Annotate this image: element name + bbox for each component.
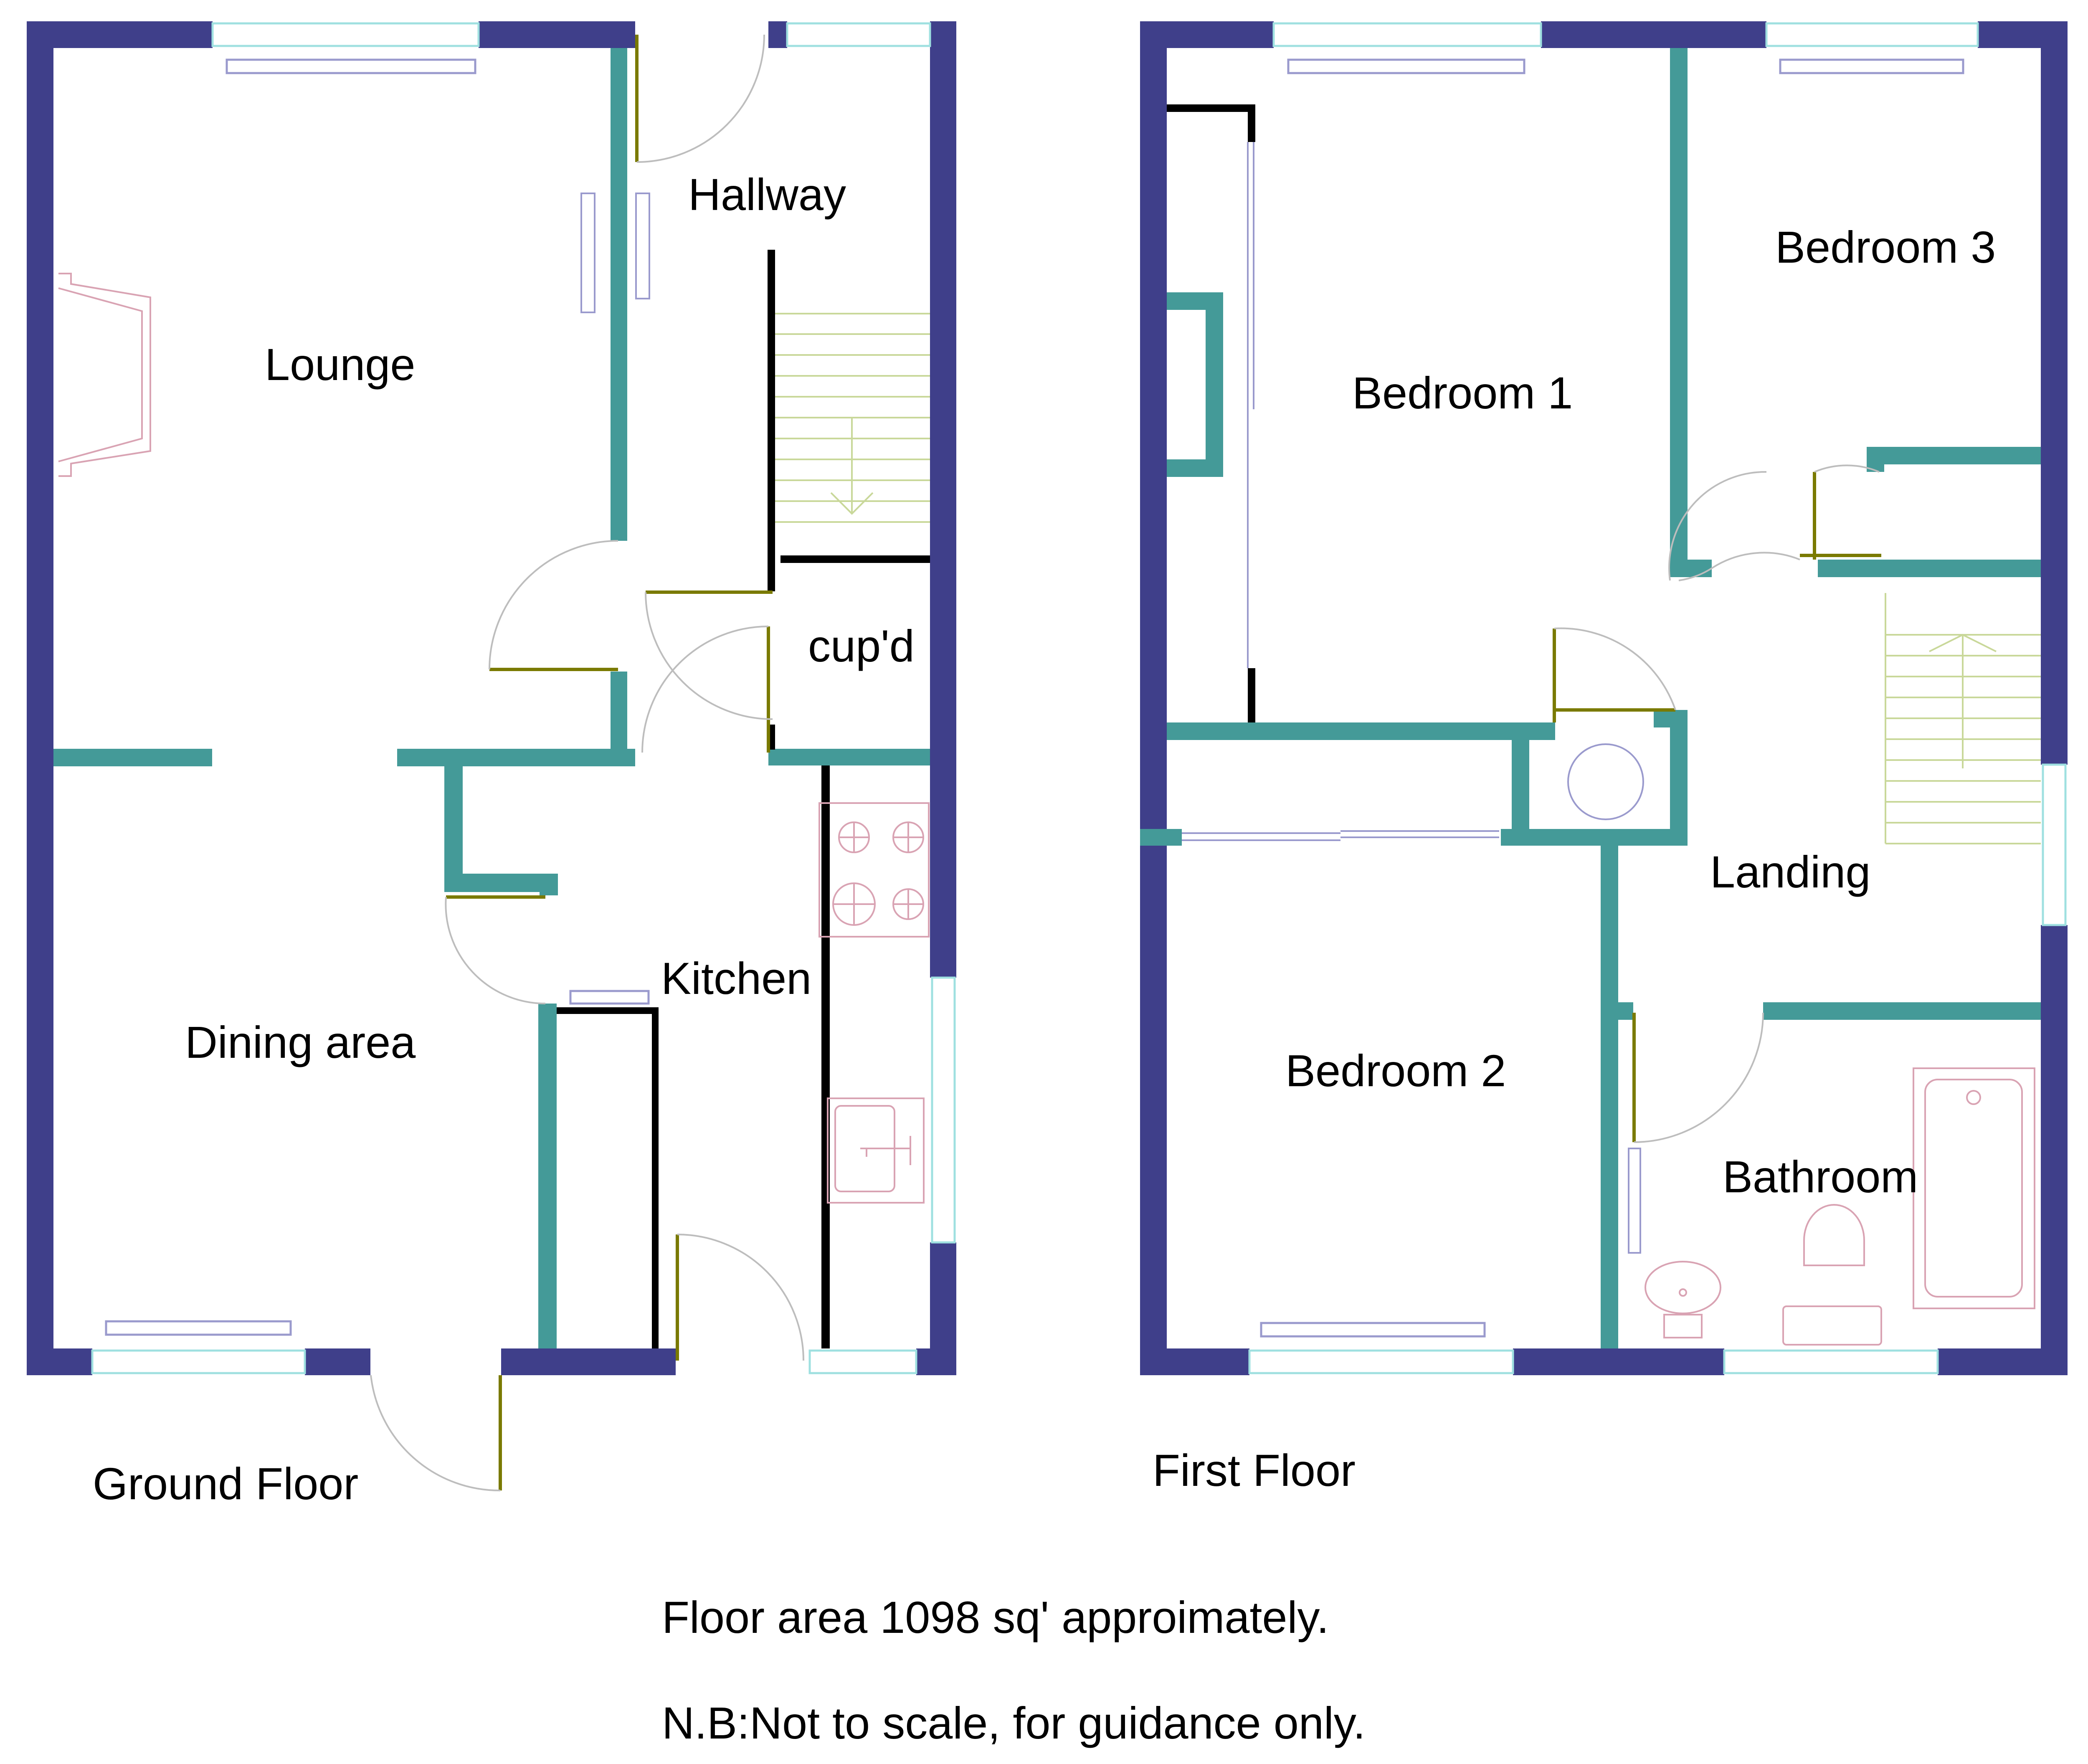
room-label-cupboard: cup'd xyxy=(808,621,915,671)
kitchen-sink-icon xyxy=(827,1097,925,1204)
room-label-bedroom-3: Bedroom 3 xyxy=(1775,222,1996,272)
room-label-bedroom-1: Bedroom 1 xyxy=(1352,368,1573,418)
ground-door-swings xyxy=(370,34,804,1492)
room-label-lounge: Lounge xyxy=(265,339,415,390)
room-label-kitchen: Kitchen xyxy=(661,953,811,1004)
first-external-walls xyxy=(1140,21,2068,1375)
fireplace-icon xyxy=(58,273,151,477)
first-door-swings xyxy=(1554,464,1880,1143)
first-partitions xyxy=(1167,104,1255,722)
floor-area-note: Floor area 1098 sq' approimately. xyxy=(662,1592,1329,1642)
first-internal-walls xyxy=(1140,48,2041,1348)
first-doors xyxy=(1553,472,1881,1142)
labels: Lounge Hallway cup'd Kitchen Dining area… xyxy=(93,169,1996,1748)
ground-doors xyxy=(446,35,773,1490)
first-floor-title: First Floor xyxy=(1153,1445,1356,1495)
first-radiators xyxy=(1628,1148,1641,1254)
toilet-icon xyxy=(1782,1204,1882,1346)
ground-windows xyxy=(91,22,956,1374)
ground-external-walls xyxy=(27,21,956,1375)
first-stairs xyxy=(1885,593,2041,844)
first-windows xyxy=(1248,22,2067,1374)
room-label-dining-area: Dining area xyxy=(185,1017,416,1067)
ground-floor-plan xyxy=(27,21,956,1492)
ground-internal-walls xyxy=(53,48,930,1348)
first-floor-plan xyxy=(1140,21,2068,1375)
disclaimer-note: N.B:Not to scale, for guidance only. xyxy=(662,1698,1366,1748)
room-label-landing: Landing xyxy=(1710,847,1870,897)
room-label-hallway: Hallway xyxy=(688,169,846,220)
ground-floor-title: Ground Floor xyxy=(93,1458,358,1509)
room-label-bedroom-2: Bedroom 2 xyxy=(1285,1045,1506,1096)
wash-basin-icon xyxy=(1645,1261,1721,1338)
wardrobe-sliding-doors xyxy=(1182,142,1499,841)
hot-water-cylinder-icon xyxy=(1567,743,1644,820)
room-label-bathroom: Bathroom xyxy=(1723,1151,1918,1202)
bath-icon xyxy=(1913,1067,2035,1309)
hob-icon xyxy=(818,802,930,938)
ground-radiators xyxy=(580,193,650,313)
ground-stairs xyxy=(775,313,930,523)
